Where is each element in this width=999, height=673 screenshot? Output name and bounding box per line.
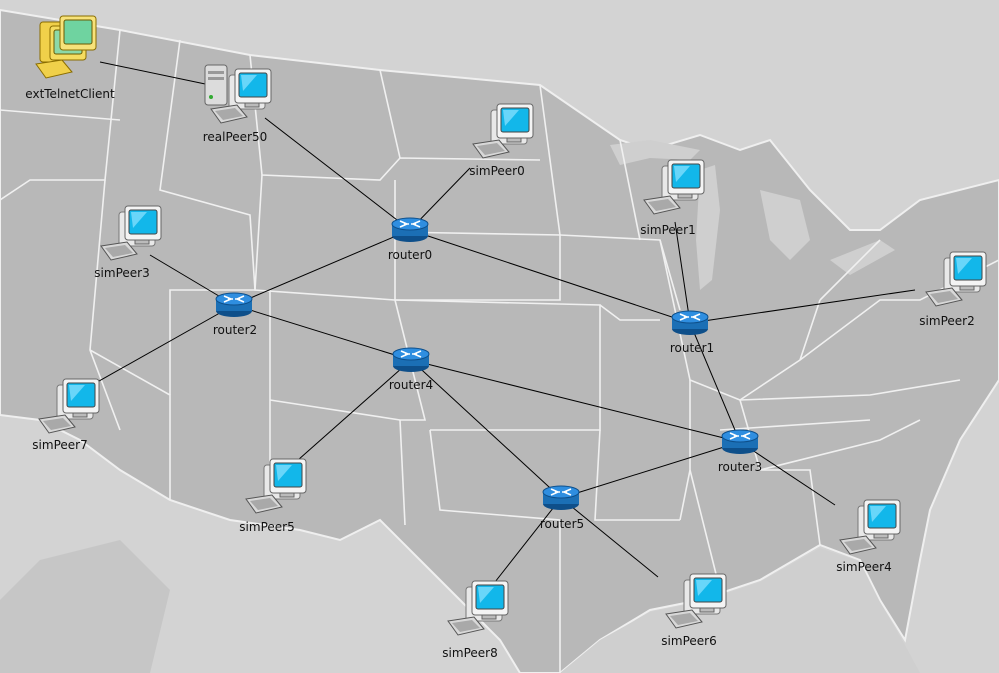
node-label: simPeer3 xyxy=(94,266,150,280)
link-router2-router4[interactable] xyxy=(233,304,412,361)
link-router0-router2[interactable] xyxy=(233,229,411,306)
pc-icon[interactable] xyxy=(245,458,307,514)
server-pc-icon[interactable] xyxy=(204,64,272,124)
node-label: router0 xyxy=(387,248,433,262)
link-router1-router3[interactable] xyxy=(689,322,741,443)
node-label: router1 xyxy=(669,341,715,355)
link-realPeer50-router0[interactable] xyxy=(264,117,411,231)
node-label: simPeer7 xyxy=(32,438,88,452)
node-label: simPeer2 xyxy=(919,314,975,328)
router-icon[interactable] xyxy=(721,429,759,454)
link-router5-simPeer8[interactable] xyxy=(494,497,562,583)
node-label: simPeer0 xyxy=(469,164,525,178)
telnet-client-icon[interactable] xyxy=(35,15,97,79)
link-router4-router5[interactable] xyxy=(410,359,562,499)
link-router4-router3[interactable] xyxy=(410,359,741,443)
node-label: router4 xyxy=(388,378,434,392)
router-icon[interactable] xyxy=(392,347,430,372)
node-label: realPeer50 xyxy=(202,130,268,144)
gulf-water xyxy=(560,548,920,673)
router-icon[interactable] xyxy=(542,485,580,510)
great-lake-michigan xyxy=(696,165,720,290)
link-router5-simPeer6[interactable] xyxy=(560,497,659,578)
land-mass xyxy=(0,8,999,673)
router-icon[interactable] xyxy=(215,292,253,317)
link-router0-router1[interactable] xyxy=(409,229,691,324)
link-simPeer7-router2[interactable] xyxy=(91,304,235,386)
node-label: simPeer4 xyxy=(836,560,892,574)
link-router3-router5[interactable] xyxy=(560,441,741,499)
link-extTelnetClient-realPeer50[interactable] xyxy=(99,61,211,86)
pc-icon[interactable] xyxy=(839,499,901,555)
pc-icon[interactable] xyxy=(447,580,509,636)
link-simPeer1-router1[interactable] xyxy=(674,221,691,324)
mexico-land xyxy=(0,540,170,673)
link-router3-simPeer4[interactable] xyxy=(739,441,836,506)
link-simPeer2-router1[interactable] xyxy=(689,289,916,324)
node-label: extTelnetClient xyxy=(25,87,115,101)
pc-icon[interactable] xyxy=(100,205,162,261)
great-lake-superior xyxy=(610,140,700,165)
great-lake-huron xyxy=(760,190,810,260)
pc-icon[interactable] xyxy=(38,378,100,434)
node-label: router3 xyxy=(717,460,763,474)
pc-icon[interactable] xyxy=(472,103,534,159)
node-label: simPeer1 xyxy=(640,223,696,237)
pc-icon[interactable] xyxy=(665,573,727,629)
router-icon[interactable] xyxy=(671,310,709,335)
node-label: router5 xyxy=(539,517,585,531)
node-label: simPeer8 xyxy=(442,646,498,660)
node-label: simPeer5 xyxy=(239,520,295,534)
router-icon[interactable] xyxy=(391,217,429,242)
node-label: simPeer6 xyxy=(661,634,717,648)
state-borders xyxy=(0,29,999,673)
pc-icon[interactable] xyxy=(925,251,987,307)
pc-icon[interactable] xyxy=(643,159,705,215)
node-label: router2 xyxy=(212,323,258,337)
link-router4-simPeer5[interactable] xyxy=(297,359,412,461)
